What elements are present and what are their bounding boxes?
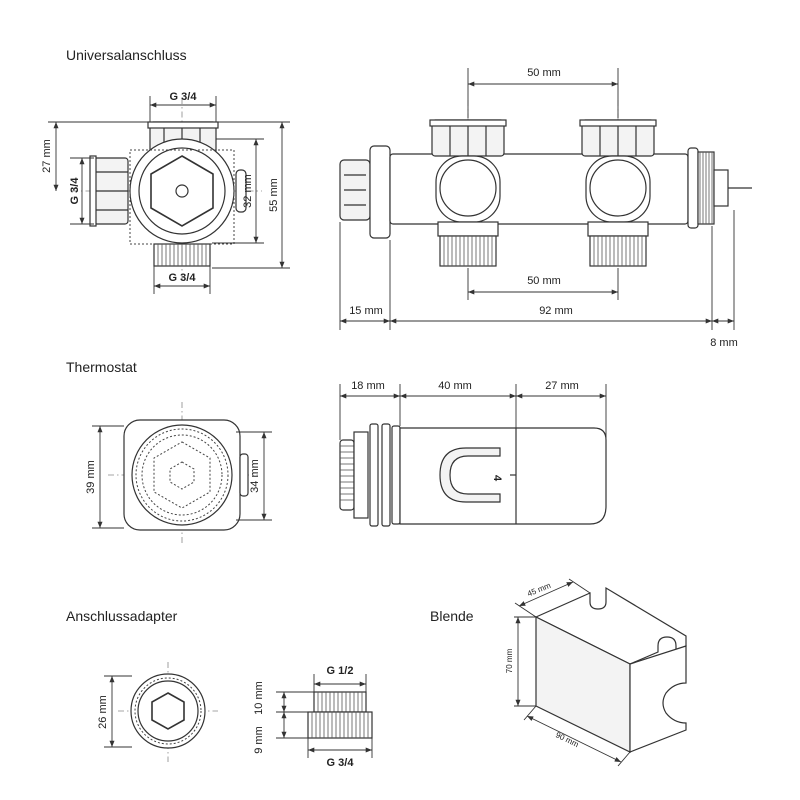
dim-bottom-thread: G 3/4 [169,272,197,284]
adapter-top-view: 26 mm [97,662,218,762]
dim-27mm-side: 27 mm [41,139,53,173]
dim-70mm: 70 mm [505,648,514,673]
dim-thread-g12: G 1/2 [327,665,354,677]
adapter-side-view: G 1/2 G 3/4 10 mm 9 mm [253,665,373,769]
universal-side-view: G 3/4 G 3/4 27 mm G 3/4 32 mm 55 mm [41,91,290,294]
scale-mark: 4 [491,475,503,482]
dim-40mm: 40 mm [438,380,472,392]
dim-27mm-thermostat: 27 mm [545,380,579,392]
title-universalanschluss: Universalanschluss [66,47,187,63]
dim-26mm: 26 mm [97,695,109,729]
dim-15mm: 15 mm [349,305,383,317]
dim-18mm: 18 mm [351,380,385,392]
dim-10mm: 10 mm [253,681,265,715]
dim-92mm: 92 mm [539,305,573,317]
dim-50mm-bottom: 50 mm [527,275,561,287]
title-anschlussadapter: Anschlussadapter [66,608,178,624]
dim-45mm: 45 mm [526,581,552,599]
dim-thread-g34: G 3/4 [327,757,355,769]
dim-50mm-top: 50 mm [527,67,561,79]
title-blende: Blende [430,608,474,624]
blende-iso-view: 45 mm 70 mm 90 mm [505,578,687,767]
dim-left-thread: G 3/4 [69,177,81,205]
dim-39mm: 39 mm [85,460,97,494]
dim-55mm: 55 mm [268,178,280,212]
title-thermostat: Thermostat [66,359,137,375]
dim-34mm: 34 mm [249,459,261,493]
dim-32mm: 32 mm [242,174,254,208]
dim-90mm: 90 mm [554,730,580,749]
dim-8mm: 8 mm [710,337,738,349]
dim-9mm: 9 mm [253,726,265,754]
dim-top-thread: G 3/4 [170,91,198,103]
thermostat-top-view: 39 mm 34 mm [85,402,272,545]
thermostat-side-view: 4 18 mm 40 mm 27 mm [339,380,607,527]
universal-front-view: 50 mm 50 mm 15 mm 92 mm 8 mm [339,67,752,349]
